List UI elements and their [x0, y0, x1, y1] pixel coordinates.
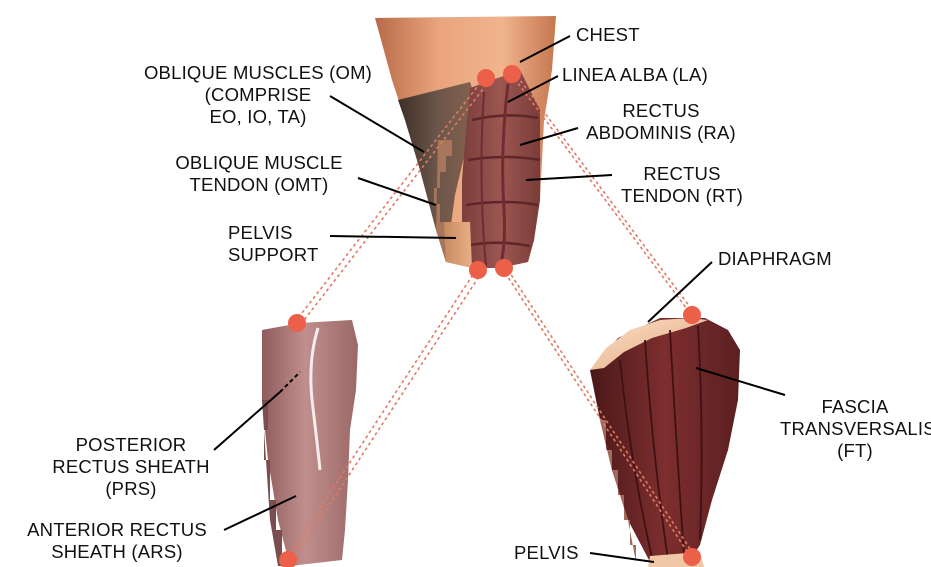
label-posterior-sheath: POSTERIOR RECTUS SHEATH (PRS)	[46, 434, 216, 500]
label-oblique-muscles: OBLIQUE MUSCLES (OM) (COMPRISE EO, IO, T…	[123, 62, 393, 128]
leader-diaphragm	[648, 262, 712, 322]
marker-dot	[503, 65, 521, 83]
label-pelvis: PELVIS	[514, 542, 579, 564]
marker-dot	[683, 548, 701, 566]
label-oblique-tendon: OBLIQUE MUSCLE TENDON (OMT)	[162, 152, 356, 196]
label-anterior-sheath: ANTERIOR RECTUS SHEATH (ARS)	[10, 519, 224, 563]
label-pelvis-support: PELVIS SUPPORT	[228, 222, 319, 266]
marker-dot	[469, 261, 487, 279]
leader-pelvis-support	[330, 236, 456, 238]
marker-dot	[477, 69, 495, 87]
label-diaphragm: DIAPHRAGM	[718, 248, 832, 270]
marker-dot	[288, 314, 306, 332]
fascia-model	[590, 318, 740, 567]
label-rectus-abdominis: RECTUS ABDOMINIS (RA)	[584, 100, 738, 144]
label-linea-alba: LINEA ALBA (LA)	[562, 64, 708, 86]
rectus-abdominis-region	[462, 70, 540, 268]
rectus-sheath-model	[262, 320, 358, 566]
label-rectus-tendon: RECTUS TENDON (RT)	[612, 163, 752, 207]
label-fascia: FASCIA TRANSVERSALIS (FT)	[780, 396, 930, 462]
marker-dot	[683, 306, 701, 324]
pelvis-support-region	[444, 222, 472, 268]
leader-pelvis	[590, 553, 654, 562]
label-chest: CHEST	[576, 24, 640, 46]
marker-dot	[495, 259, 513, 277]
sheath-shape	[262, 320, 358, 566]
